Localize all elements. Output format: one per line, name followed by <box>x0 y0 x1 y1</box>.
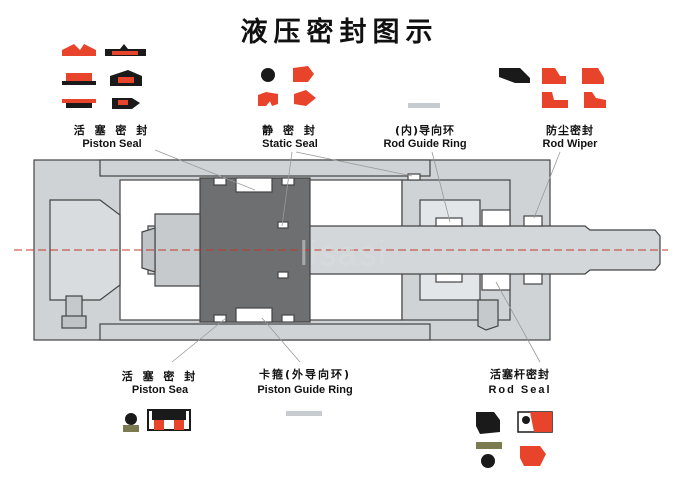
static-seal-icons <box>258 66 316 106</box>
rear-port-bolt <box>61 315 87 329</box>
rod-seal-combo-oring <box>522 416 530 424</box>
piston-guide-groove-top <box>213 177 227 186</box>
rod-wiper-groove-top <box>523 215 543 227</box>
rod-guide-ring-bottom <box>435 273 463 283</box>
static-seal-red-2 <box>258 92 278 106</box>
rod-seal-olive <box>476 442 502 449</box>
barrel-top-wall <box>99 159 431 177</box>
watermark: lisasi <box>300 235 388 273</box>
piston-seal-icon-5 <box>62 99 96 108</box>
piston-seal-icons-bottom <box>123 409 191 432</box>
piston-seal-bottom-en: Piston Sea <box>131 384 189 396</box>
static-seal-groove-bottom <box>277 271 289 279</box>
piston-seal-compact-black <box>152 410 186 420</box>
leader-rod-wiper <box>533 151 561 219</box>
piston-seal-icon-4 <box>110 70 142 86</box>
gland-port <box>477 299 499 331</box>
rod-wiper-cn: 防尘密封 <box>546 124 594 137</box>
rod-seal-combo-red <box>530 412 552 432</box>
piston-seal-compact-red-2 <box>174 420 184 430</box>
olive-ring-icon <box>123 425 139 432</box>
piston-seal-top-en: Piston Seal <box>82 138 142 150</box>
rod-guide-ring-en: Rod Guide Ring <box>383 138 467 150</box>
gland-static-seal-top <box>407 173 421 181</box>
leader-static-seal-2 <box>295 151 413 177</box>
piston-guide-groove-bottom <box>213 314 227 323</box>
rear-port-top <box>65 295 83 319</box>
rear-cap-pocket <box>49 199 121 301</box>
leader-piston-seal-top <box>154 149 256 191</box>
rod-guide-ring-cn: (内)导向环 <box>394 124 456 137</box>
piston-guide-ring-cn: 卡箍(外导向环) <box>258 368 352 381</box>
rod-seal-cn: 活塞杆密封 <box>490 368 550 381</box>
piston-seal-groove-bottom <box>235 307 273 323</box>
piston-seal-groove-top <box>235 177 273 193</box>
rod-wiper-red-2 <box>582 68 604 84</box>
static-seal-red-3 <box>294 90 316 106</box>
barrel-bottom-wall <box>99 323 431 341</box>
piston-seal-icon-6 <box>112 98 140 109</box>
rod-wiper-icons <box>499 68 606 108</box>
rod-wiper-red-1 <box>542 68 566 84</box>
rod-seal-icons <box>476 411 553 468</box>
rod-seal-oring-bottom <box>481 454 495 468</box>
piston-seal-bottom-cn: 活 塞 密 封 <box>121 370 199 383</box>
leader-rod-guide-ring <box>431 151 451 223</box>
rod-seal-black-1 <box>476 412 500 434</box>
rod-wiper-black <box>499 68 530 83</box>
rod-wiper-red-3 <box>542 92 568 108</box>
piston-seal-icon-3 <box>62 73 96 85</box>
leader-rod-seal <box>495 281 541 363</box>
piston-guide-ring-strip-icon <box>286 411 322 416</box>
piston-seal-compact-red-1 <box>154 420 164 430</box>
o-ring-bottom-icon <box>125 413 137 425</box>
leader-piston-seal-bottom <box>171 317 227 363</box>
leader-piston-guide-ring <box>261 317 301 363</box>
piston-guide-groove-bottom-2 <box>281 314 295 323</box>
piston-seal-top-cn: 活 塞 密 封 <box>73 124 151 137</box>
rod-seal-en: Rod Seal <box>488 384 552 396</box>
piston-seal-icon-2 <box>105 44 146 56</box>
rod-seal-groove-top <box>481 209 511 227</box>
rod-wiper-en: Rod Wiper <box>542 138 598 150</box>
guide-ring-strip-icon <box>408 103 440 108</box>
o-ring-icon <box>261 68 275 82</box>
static-seal-cn: 静 密 封 <box>262 124 318 137</box>
leader-lines <box>154 149 561 363</box>
static-seal-red-1 <box>293 66 314 82</box>
rod-wiper-red-4 <box>584 92 606 108</box>
static-seal-groove-top <box>277 221 289 229</box>
static-seal-en: Static Seal <box>262 138 318 150</box>
leader-static-seal <box>281 151 293 227</box>
diagram-title: 液压密封图示 <box>240 17 439 48</box>
piston-seal-icon-1 <box>62 44 96 56</box>
rod-seal-red-2 <box>520 446 546 466</box>
rod-wiper-groove-bottom <box>523 273 543 285</box>
piston-guide-ring-en: Piston Guide Ring <box>257 384 353 396</box>
piston-seal-icons-top <box>62 44 146 109</box>
